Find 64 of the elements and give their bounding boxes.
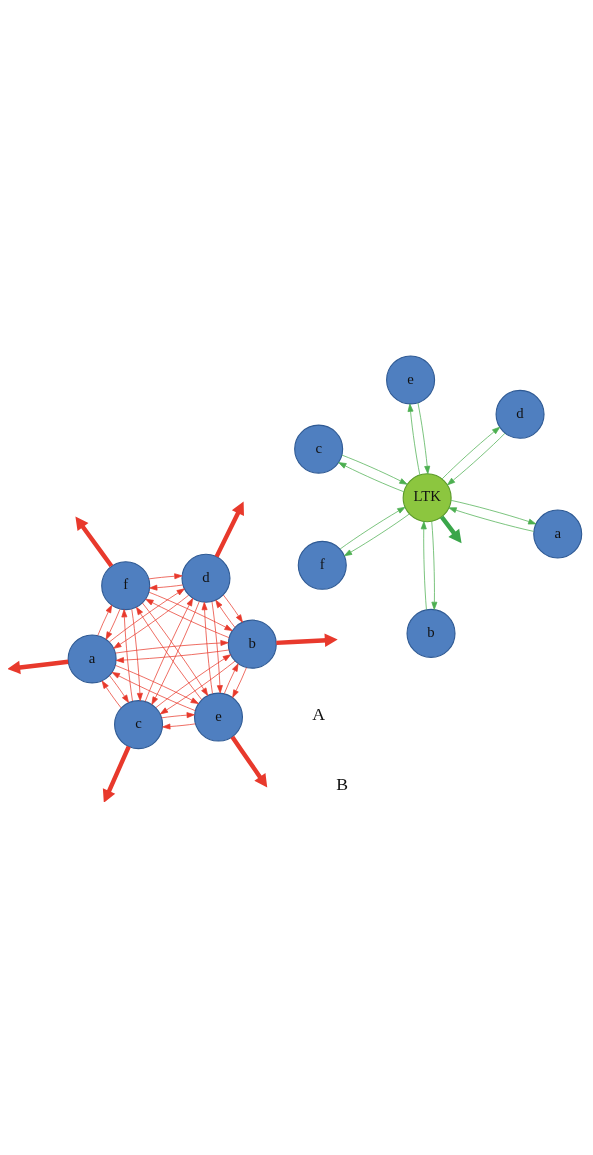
node-circle: f: [297, 540, 347, 590]
arrow: [341, 454, 408, 485]
arrow: [102, 745, 131, 802]
arrow: [151, 601, 200, 705]
arrow: [448, 507, 534, 532]
arrow: [339, 506, 406, 550]
arrow: [121, 609, 133, 702]
node-circle: a: [533, 509, 583, 559]
arrow: [115, 640, 229, 654]
node-circle: b: [227, 619, 277, 669]
arrow: [145, 598, 230, 638]
arrow: [109, 675, 129, 703]
arrow: [420, 521, 427, 610]
arrow: [131, 608, 143, 702]
arrow: [230, 735, 268, 788]
arrow: [343, 513, 410, 557]
arrow: [211, 601, 223, 694]
arrow: [136, 606, 203, 701]
arrow: [105, 608, 121, 640]
node-circle: a: [67, 634, 117, 684]
arrow: [115, 649, 230, 663]
arrow: [8, 659, 69, 675]
arrow: [97, 604, 113, 636]
node-circle: d: [181, 553, 231, 603]
arrow: [115, 665, 199, 704]
arrow: [215, 599, 236, 628]
arrow: [101, 680, 122, 709]
arrow: [75, 516, 114, 568]
node-circle: d: [495, 389, 545, 439]
arrow: [232, 667, 247, 698]
arrow: [223, 594, 243, 623]
node-circle: b: [406, 608, 456, 658]
arrow: [338, 462, 405, 493]
node-circle: c: [114, 700, 164, 750]
arrow: [144, 598, 194, 702]
label: B: [336, 774, 349, 795]
arrow: [431, 521, 438, 610]
node-circle: LTK: [402, 473, 452, 523]
arrow: [450, 500, 537, 525]
node-circle: c: [294, 424, 344, 474]
arrow: [162, 723, 196, 730]
arrow: [439, 515, 462, 544]
arrow: [142, 602, 209, 696]
arrow: [111, 672, 196, 711]
node-circle: e: [386, 355, 436, 405]
arrow: [441, 426, 501, 480]
arrow: [155, 654, 231, 708]
node-circle: f: [101, 561, 151, 611]
arrow: [159, 660, 236, 715]
arrow: [148, 591, 233, 631]
arrow: [113, 594, 189, 649]
node-circle: e: [193, 692, 244, 742]
arrow: [148, 573, 183, 580]
arrow: [407, 403, 421, 476]
arrow: [149, 584, 184, 591]
arrow: [447, 432, 506, 486]
arrow: [417, 402, 431, 475]
arrow: [201, 602, 213, 694]
arrow: [214, 501, 244, 558]
arrow: [109, 588, 185, 643]
arrow: [223, 663, 239, 695]
arrow: [161, 712, 195, 719]
label: A: [312, 703, 326, 724]
arrow: [276, 633, 338, 648]
